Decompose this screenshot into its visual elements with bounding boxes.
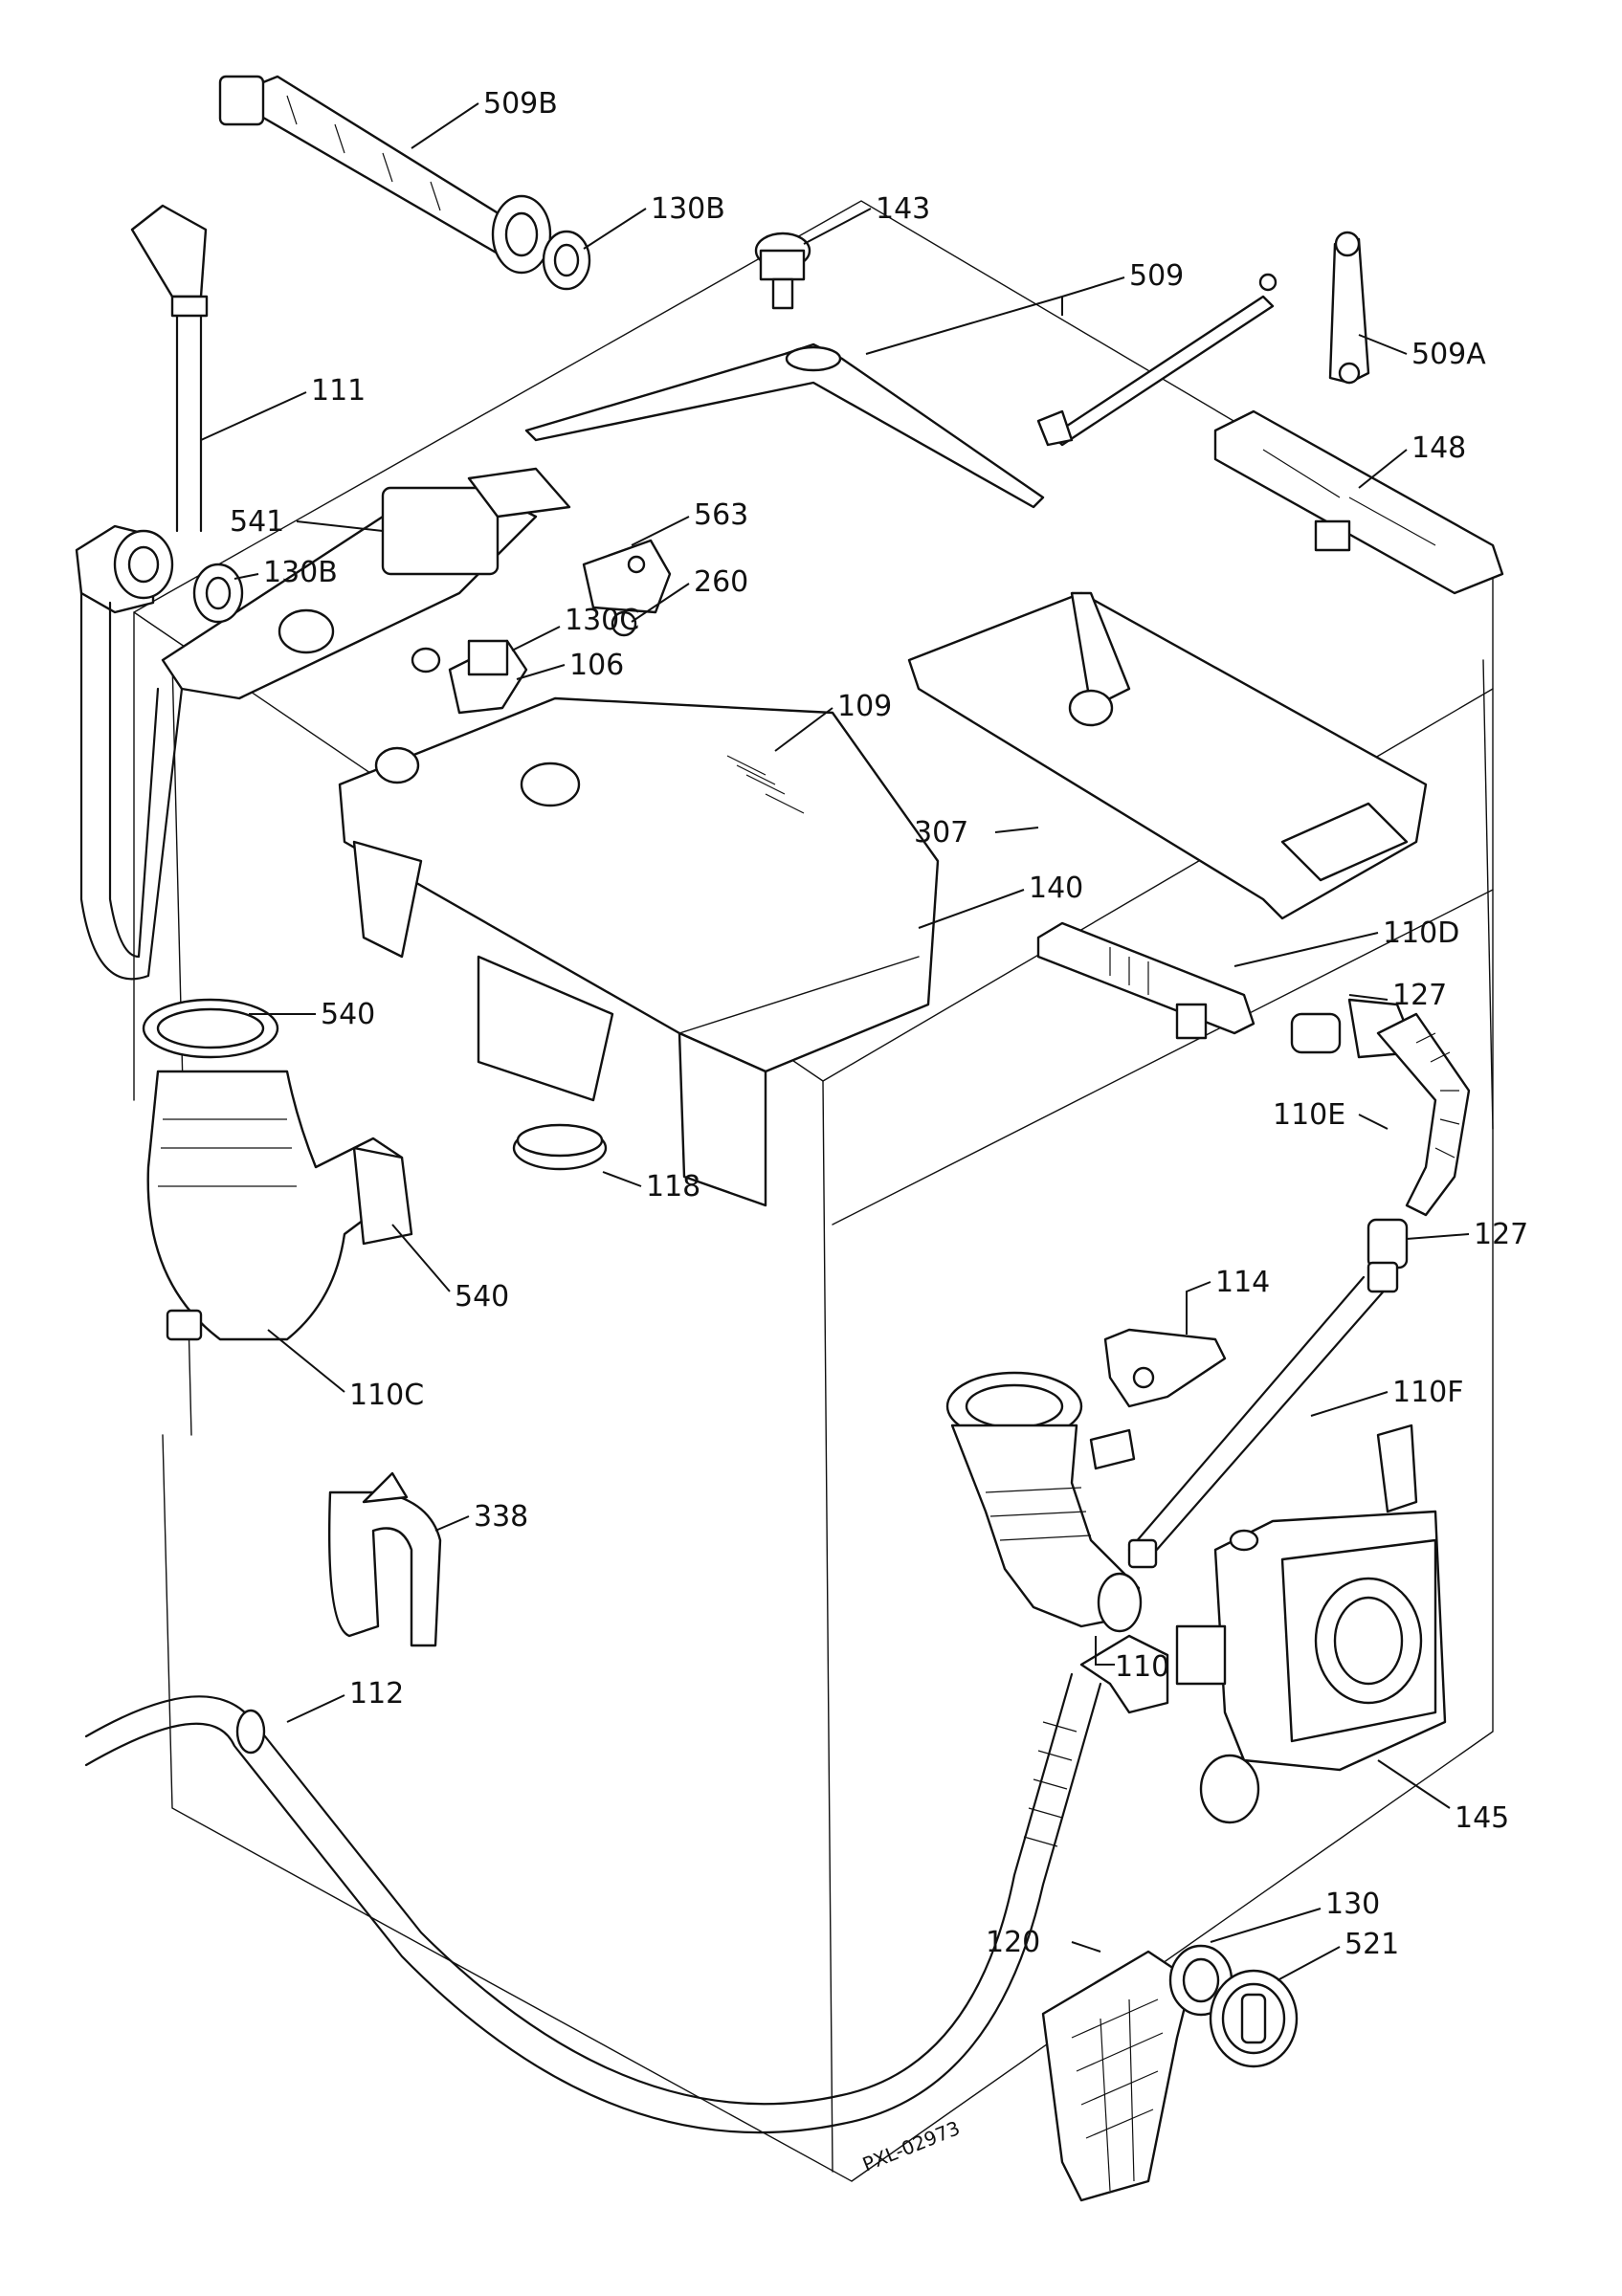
callout-307: 307 — [914, 816, 968, 850]
part-110d-hose — [1036, 921, 1255, 1040]
leader-lines — [200, 102, 1470, 1981]
callout-106: 106 — [569, 649, 624, 682]
callout-110: 110 — [1115, 1650, 1169, 1684]
part-114-bracket — [1103, 1328, 1227, 1408]
part-521-cap — [1209, 1969, 1299, 2068]
callout-509a: 509A — [1411, 338, 1486, 371]
callout-509: 509 — [1129, 259, 1184, 293]
part-118-gear — [512, 1123, 608, 1171]
callout-509b: 509B — [483, 87, 558, 121]
part-110f-hose — [1127, 1261, 1399, 1569]
callout-521: 521 — [1344, 1928, 1399, 1961]
part-338-clip — [327, 1471, 442, 1647]
cabinet-outline — [133, 200, 1494, 2182]
part-509-spreader — [524, 342, 1045, 509]
callout-143: 143 — [876, 192, 930, 226]
callout-540-mid: 540 — [455, 1280, 509, 1314]
part-148-insert — [1213, 409, 1504, 595]
part-563-cover — [582, 539, 672, 614]
callout-114: 114 — [1215, 1266, 1270, 1299]
callout-120: 120 — [986, 1926, 1040, 1959]
callout-130b-mid: 130B — [263, 556, 338, 589]
part-111-inlet-hose — [75, 204, 209, 981]
part-145-pump — [1175, 1424, 1447, 1824]
part-509-rod — [1036, 273, 1278, 447]
part-109-dispenser-housing — [338, 696, 940, 1207]
callout-110d: 110D — [1383, 916, 1459, 950]
callout-130b-top: 130B — [651, 192, 725, 226]
callout-145: 145 — [1455, 1801, 1509, 1835]
callout-541: 541 — [230, 505, 284, 539]
drawing-code: PXL-02973 — [859, 2116, 964, 2175]
part-307-drawer — [907, 591, 1428, 920]
part-120-filter — [1041, 1950, 1193, 2202]
callout-338: 338 — [474, 1500, 528, 1534]
part-106-valve — [448, 639, 528, 715]
callout-110e: 110E — [1273, 1098, 1345, 1132]
part-541-bracket — [161, 467, 571, 700]
part-260-nut — [611, 610, 637, 637]
part-110-sump-hose — [945, 1371, 1143, 1633]
callout-111: 111 — [311, 374, 366, 408]
callout-110c: 110C — [349, 1379, 424, 1412]
part-110e-hose — [1376, 1012, 1471, 1217]
callout-563: 563 — [694, 498, 748, 532]
callout-labels: 509B 130B 143 509 509A 111 148 541 563 1… — [230, 87, 1528, 2176]
part-130b-ring-mid — [192, 563, 244, 624]
part-130c-seal — [411, 647, 441, 673]
part-509a-lever — [1328, 231, 1370, 385]
part-540-bellows-assembly — [142, 998, 413, 1341]
part-112-drain-hose — [84, 1634, 1169, 2134]
callout-109: 109 — [837, 690, 892, 723]
callout-112: 112 — [349, 1677, 404, 1711]
callout-127-top: 127 — [1392, 979, 1447, 1012]
callout-127-mid: 127 — [1474, 1218, 1528, 1251]
part-130b-ring-top — [542, 230, 591, 291]
callout-110f: 110F — [1392, 1376, 1464, 1409]
callout-140: 140 — [1029, 872, 1083, 905]
callout-130c: 130C — [565, 604, 639, 637]
part-143-valve — [754, 232, 811, 310]
callout-260: 260 — [694, 565, 748, 599]
part-509b-inlet-tube — [218, 75, 552, 275]
callout-540-top: 540 — [321, 998, 375, 1031]
callout-148: 148 — [1411, 431, 1466, 465]
part-127-clip-mid — [1366, 1218, 1409, 1269]
callout-118: 118 — [646, 1170, 700, 1203]
callout-130: 130 — [1325, 1888, 1380, 1921]
